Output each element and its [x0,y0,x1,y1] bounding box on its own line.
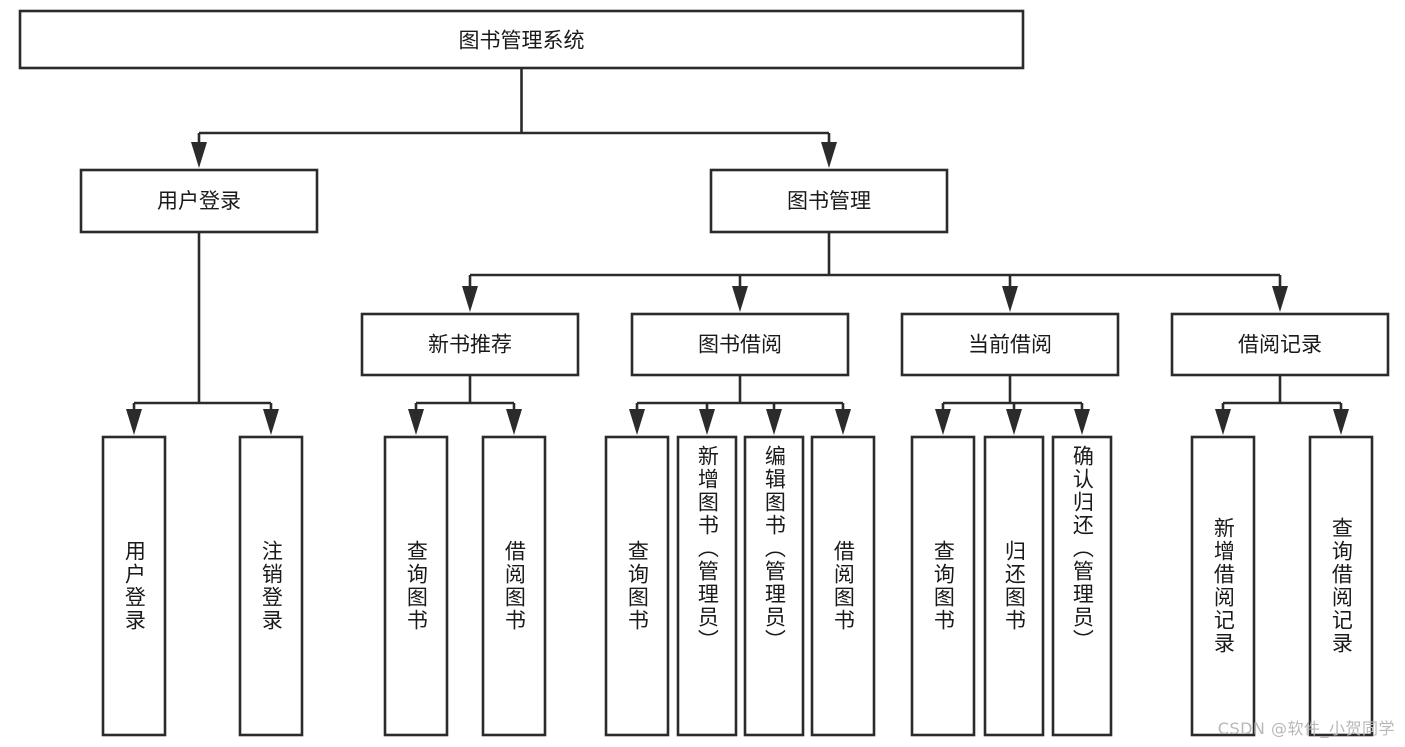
node-root-system-label: 图书管理系统 [459,29,585,53]
arrow-head-cb-confirm-return [1074,409,1090,435]
arrow-head-bb-edit-book [766,409,782,435]
connector-group-new-book-rec [408,375,522,435]
arrow-head-new-book-rec [462,286,478,312]
node-book-management-box[interactable] [709,168,949,234]
node-book-management-label: 图书管理 [787,189,871,213]
arrow-head-bb-add-book [699,409,715,435]
watermark-text: CSDN @软件_小贺同学 [1217,719,1395,738]
leaf-box-cb-query-book[interactable] [910,435,976,737]
node-new-book-recommend-box[interactable] [360,312,580,377]
node-user-login[interactable]: 用户登录 [79,168,319,234]
connector-group-book-borrow [629,375,851,435]
leaf-box-br-query-record[interactable] [1308,435,1374,737]
leaf-box-cb-confirm-return[interactable] [1051,435,1113,737]
leaf-box-cb-return-book[interactable] [983,435,1045,737]
leaf-box-nbr-borrow-book[interactable] [481,435,547,737]
node-book-borrow-label: 图书借阅 [698,333,782,357]
arrow-head-leaf-logout [263,409,279,435]
connector-group-book-mgmt [462,232,1288,312]
arrow-head-bb-query-book [629,409,645,435]
arrow-head-current-borrow [1002,286,1018,312]
arrow-head-borrow-record [1272,286,1288,312]
arrow-head-nbr-borrow-book [506,409,522,435]
arrow-head-cb-return-book [1006,409,1022,435]
node-root-system-box[interactable] [18,9,1025,70]
node-book-borrow-box[interactable] [630,312,850,377]
node-borrow-record[interactable]: 借阅记录 [1170,312,1390,377]
leaf-box-bb-query-book[interactable] [604,435,670,737]
leaf-box-bb-add-book[interactable] [676,435,738,737]
leaf-box-bb-edit-book[interactable] [743,435,805,737]
connector-group-user-login [126,232,279,435]
arrow-head-book-mgmt [821,142,837,168]
connector-group-borrow-record [1215,375,1349,435]
node-current-borrow[interactable]: 当前借阅 [900,312,1120,377]
node-current-borrow-label: 当前借阅 [968,333,1052,357]
connector-group-root [191,68,837,168]
leaf-box-bb-borrow-book[interactable] [810,435,876,737]
node-book-borrow[interactable]: 图书借阅 [630,312,850,377]
node-new-book-recommend-label: 新书推荐 [428,333,512,357]
arrow-head-br-query-record [1333,409,1349,435]
node-book-management[interactable]: 图书管理 [709,168,949,234]
leaf-box-user-login[interactable] [101,435,167,737]
arrow-head-br-add-record [1215,409,1231,435]
arrow-head-leaf-user-login [126,409,142,435]
leaf-box-logout[interactable] [238,435,304,737]
node-user-login-box[interactable] [79,168,319,234]
leaf-box-br-add-record[interactable] [1190,435,1256,737]
node-user-login-label: 用户登录 [157,189,241,213]
arrow-head-cb-query-book [935,409,951,435]
leaf-box-nbr-query-book[interactable] [383,435,449,737]
node-new-book-recommend[interactable]: 新书推荐 [360,312,580,377]
arrow-head-book-borrow [732,286,748,312]
arrow-head-user-login [191,142,207,168]
node-root-system[interactable]: 图书管理系统 [18,9,1025,70]
arrow-head-bb-borrow-book [835,409,851,435]
node-borrow-record-box[interactable] [1170,312,1390,377]
connector-group-current-borrow [935,375,1090,435]
node-current-borrow-box[interactable] [900,312,1120,377]
arrow-head-nbr-query-book [408,409,424,435]
node-borrow-record-label: 借阅记录 [1238,333,1322,357]
